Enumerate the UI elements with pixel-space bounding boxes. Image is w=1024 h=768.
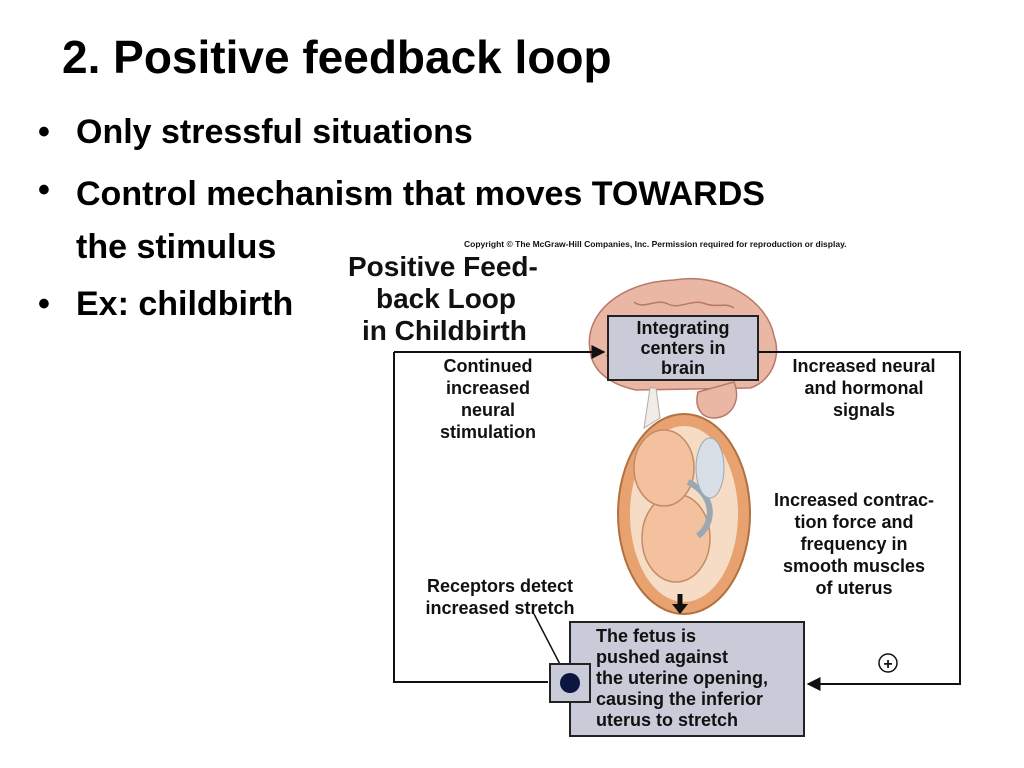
receptor-dot-icon <box>560 673 580 693</box>
right-middle-label-line-5: of uterus <box>815 578 892 598</box>
childbirth-feedback-diagram: Copyright © The McGraw-Hill Companies, I… <box>338 232 974 742</box>
fetus-box-line-2: pushed against <box>596 647 728 667</box>
bullet-dot-icon: • <box>38 113 50 151</box>
fetus-box-line-4: causing the inferior <box>596 689 763 709</box>
right-upper-label-line-1: Increased neural <box>792 356 935 376</box>
right-middle-label-line-3: frequency in <box>800 534 907 554</box>
receptor-box <box>549 663 591 703</box>
right-middle-label-line-1: Increased contrac- <box>774 490 934 510</box>
bullet-text: Control mechanism that moves TOWARDS the… <box>76 175 765 266</box>
left-upper-label-line-2: increased <box>446 378 530 398</box>
bullet-list: • Only stressful situations • Control me… <box>38 110 898 346</box>
diagram-heading-line-3: in Childbirth <box>362 315 527 346</box>
bullet-dot-icon: • <box>38 285 50 323</box>
integrating-centers-box <box>607 315 759 381</box>
left-upper-label-line-3: neural <box>461 400 515 420</box>
fetus-box-line-1: The fetus is <box>596 626 696 646</box>
bullet-dot-icon: • <box>38 171 50 209</box>
diagram-heading-line-2: back Loop <box>376 283 516 314</box>
bullet-item: • Control mechanism that moves TOWARDS t… <box>38 168 898 274</box>
diagram-heading-line-1: Positive Feed- <box>348 251 538 282</box>
fetus-box-line-3: the uterine opening, <box>596 668 768 688</box>
bullet-text: Only stressful situations <box>76 113 473 151</box>
positive-sign-icon <box>878 653 898 673</box>
plus-sign-label: + <box>883 656 892 673</box>
receptors-label-line-1: Receptors detect <box>427 576 573 596</box>
bullet-item: • Ex: childbirth <box>38 282 898 326</box>
bullet-text: Ex: childbirth <box>76 285 294 323</box>
right-middle-label-line-2: tion force and <box>794 512 913 532</box>
right-upper-label-line-2: and hormonal <box>804 378 923 398</box>
fetus-in-uterus-illustration <box>617 413 751 615</box>
slide-title: 2. Positive feedback loop <box>62 31 612 83</box>
integrating-box-line-3: brain <box>661 358 705 378</box>
left-upper-label-line-1: Continued <box>444 356 533 376</box>
copyright-notice: Copyright © The McGraw-Hill Companies, I… <box>464 239 847 249</box>
left-upper-label-line-4: stimulation <box>440 422 536 442</box>
bullet-item: • Only stressful situations <box>38 110 898 154</box>
right-middle-label-line-4: smooth muscles <box>783 556 925 576</box>
fetus-box-line-5: uterus to stretch <box>596 710 738 730</box>
right-upper-label-line-3: signals <box>833 400 895 420</box>
integrating-box-line-1: Integrating <box>637 318 730 338</box>
receptors-label-line-2: increased stretch <box>425 598 574 618</box>
integrating-box-line-2: centers in <box>640 338 725 358</box>
